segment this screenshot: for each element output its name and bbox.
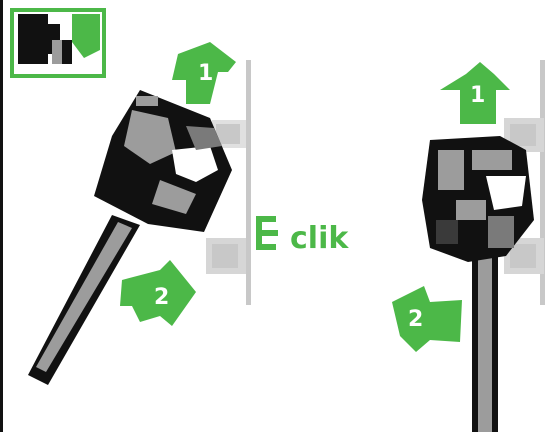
right-arrow-step-2: 2 [392, 286, 462, 352]
right-arrow-step-1: 1 [440, 62, 510, 124]
inset-thumbnail-icon [12, 10, 104, 76]
left-arrow-step-2: 2 [120, 260, 196, 326]
left-arrow-2-number: 2 [154, 285, 169, 310]
left-arrow-1-number: 1 [198, 61, 213, 86]
left-arrow-step-1: 1 [172, 42, 236, 104]
left-edge-line [0, 0, 3, 432]
click-label: clik [290, 221, 349, 256]
click-sound-icon [256, 216, 278, 250]
right-arrow-1-number: 1 [470, 83, 485, 108]
right-arrow-2-number: 2 [408, 307, 423, 332]
right-tool [422, 136, 534, 432]
left-tool [28, 90, 232, 385]
